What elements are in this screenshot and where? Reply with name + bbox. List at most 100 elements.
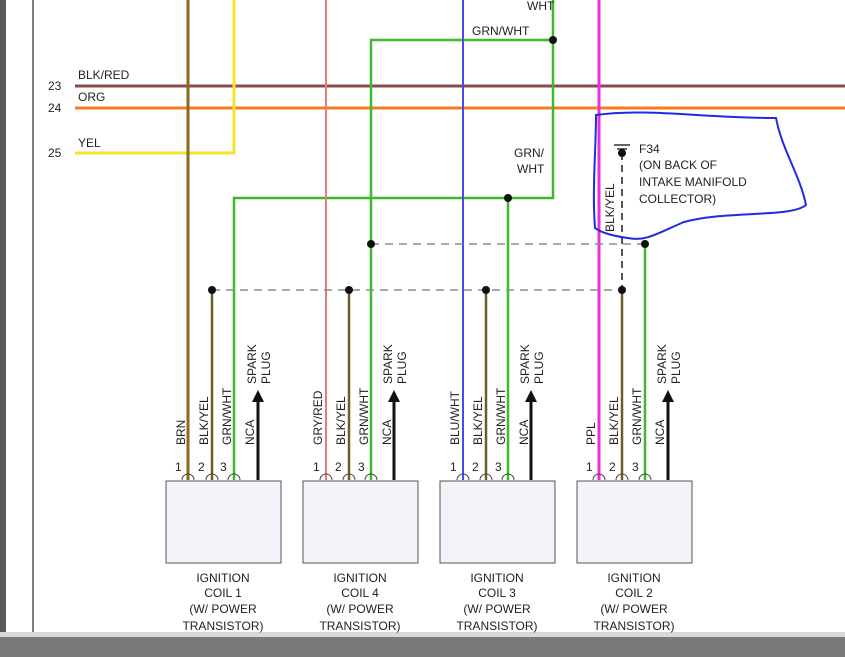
hand-drawn-highlight-circle — [592, 111, 808, 240]
spark-label-2: PLUG — [395, 351, 409, 384]
wire-label: BLU/WHT — [448, 390, 462, 445]
ignition-coil-3: SPARK PLUG BLU/WHT BLK/YEL GRN/WHT NCA 1… — [439, 344, 556, 633]
coil-sub-2: TRANSISTOR) — [456, 619, 537, 633]
pin-number: 2 — [609, 460, 616, 474]
ignition-coil-1: SPARK PLUG BRN BLK/YEL GRN/WHT NCA 1 2 3… — [165, 344, 282, 633]
wire-label: BLK/YEL — [471, 396, 485, 445]
coil-name: COIL 2 — [615, 586, 653, 600]
connector-pin-icon — [615, 473, 629, 481]
ground-dot — [618, 149, 626, 157]
connector-pin-icon — [638, 473, 652, 481]
spark-label-2: PLUG — [532, 351, 546, 384]
connector-pin-icon — [592, 473, 606, 481]
splice-dot — [208, 286, 216, 294]
spark-label-1: SPARK — [518, 344, 532, 384]
spark-label-1: SPARK — [381, 344, 395, 384]
ground-note-line-3: COLLECTOR) — [639, 192, 716, 206]
coil-sub-2: TRANSISTOR) — [182, 619, 263, 633]
pin-number: 3 — [495, 460, 502, 474]
bus-23-number: 23 — [48, 79, 62, 93]
coil-sub-1: (W/ POWER — [600, 602, 668, 616]
spark-plug-arrow-icon — [525, 390, 537, 402]
coil-sub-1: (W/ POWER — [326, 602, 394, 616]
wire-label: NCA — [517, 420, 531, 445]
grn-wht-mid-label-1: GRN/ — [514, 146, 545, 160]
wire-label: BRN — [174, 420, 188, 445]
spark-label-2: PLUG — [669, 351, 683, 384]
bottom-window-edge — [0, 637, 845, 657]
wire-label: NCA — [380, 420, 394, 445]
splice-dot — [549, 36, 557, 44]
coil-sub-1: (W/ POWER — [463, 602, 531, 616]
coil-sub-2: TRANSISTOR) — [593, 619, 674, 633]
connector-pin-icon — [456, 473, 470, 481]
connector-pin-icon — [227, 473, 241, 481]
connector-pin-icon — [319, 473, 333, 481]
bottom-margin-strip — [0, 632, 845, 637]
left-window-edge — [0, 0, 6, 657]
pin-number: 1 — [450, 460, 457, 474]
coil-name: COIL 3 — [478, 586, 516, 600]
pin-number: 3 — [220, 460, 227, 474]
pin-number: 1 — [175, 460, 182, 474]
coil-title: IGNITION — [196, 571, 249, 585]
ground-note-line-2: INTAKE MANIFOLD — [639, 175, 747, 189]
coil-sub-2: TRANSISTOR) — [319, 619, 400, 633]
wire-label: BLK/YEL — [197, 396, 211, 445]
coil-box — [302, 480, 419, 564]
wire-label: BLK/YEL — [607, 396, 621, 445]
connector-pin-icon — [342, 473, 356, 481]
bus-24-number: 24 — [48, 101, 62, 115]
wire-label: GRY/RED — [311, 390, 325, 445]
spark-label-2: PLUG — [259, 351, 273, 384]
grn-wht-top-wire — [369, 38, 553, 480]
wire-label: BLK/YEL — [334, 396, 348, 445]
wire-label: GRN/WHT — [494, 387, 508, 445]
wire-label: GRN/WHT — [630, 387, 644, 445]
coil-box — [165, 480, 282, 564]
spark-label-1: SPARK — [655, 344, 669, 384]
wire-label: GRN/WHT — [357, 387, 371, 445]
connector-pin-icon — [479, 473, 493, 481]
pin-number: 2 — [472, 460, 479, 474]
coil-title: IGNITION — [607, 571, 660, 585]
spark-plug-arrow-icon — [388, 390, 400, 402]
grn-wht-mid-label-2: WHT — [517, 162, 545, 176]
wire-label: PPL — [584, 422, 598, 445]
wire-label: NCA — [243, 420, 257, 445]
bus-25-wire — [75, 0, 236, 155]
top-partial-label: WHT — [527, 0, 555, 13]
connector-pin-icon — [501, 473, 515, 481]
bus-25-label: YEL — [78, 136, 101, 150]
ground-id-label: F34 — [639, 142, 660, 156]
coil-box — [439, 480, 556, 564]
pin-number: 1 — [586, 460, 593, 474]
spark-label-1: SPARK — [245, 344, 259, 384]
connector-pin-icon — [364, 473, 378, 481]
blk-yel-vertical-label: BLK/YEL — [603, 183, 617, 232]
spark-plug-arrow-icon — [252, 390, 264, 402]
pin-number: 2 — [335, 460, 342, 474]
coil-name: COIL 4 — [341, 586, 379, 600]
ignition-coil-4: SPARK PLUG GRY/RED BLK/YEL GRN/WHT NCA 1… — [302, 344, 419, 633]
grn-wht-feed-wire — [232, 0, 555, 480]
coil-title: IGNITION — [333, 571, 386, 585]
connector-pin-icon — [181, 473, 195, 481]
coil-title: IGNITION — [470, 571, 523, 585]
splice-dot — [345, 286, 353, 294]
bus-25-number: 25 — [48, 146, 62, 160]
pin-number: 2 — [198, 460, 205, 474]
bus-24-label: ORG — [78, 90, 105, 104]
connector-pin-icon — [205, 473, 219, 481]
splice-dot — [482, 286, 490, 294]
pin-number: 1 — [313, 460, 320, 474]
pin-number: 3 — [358, 460, 365, 474]
wire-label: NCA — [653, 420, 667, 445]
ground-note-line-1: (ON BACK OF — [639, 158, 717, 172]
bus-23-label: BLK/RED — [78, 68, 130, 82]
splice-dot — [367, 240, 375, 248]
splice-dot — [618, 286, 626, 294]
spark-plug-arrow-icon — [662, 390, 674, 402]
grn-wht-top-label: GRN/WHT — [472, 24, 530, 38]
